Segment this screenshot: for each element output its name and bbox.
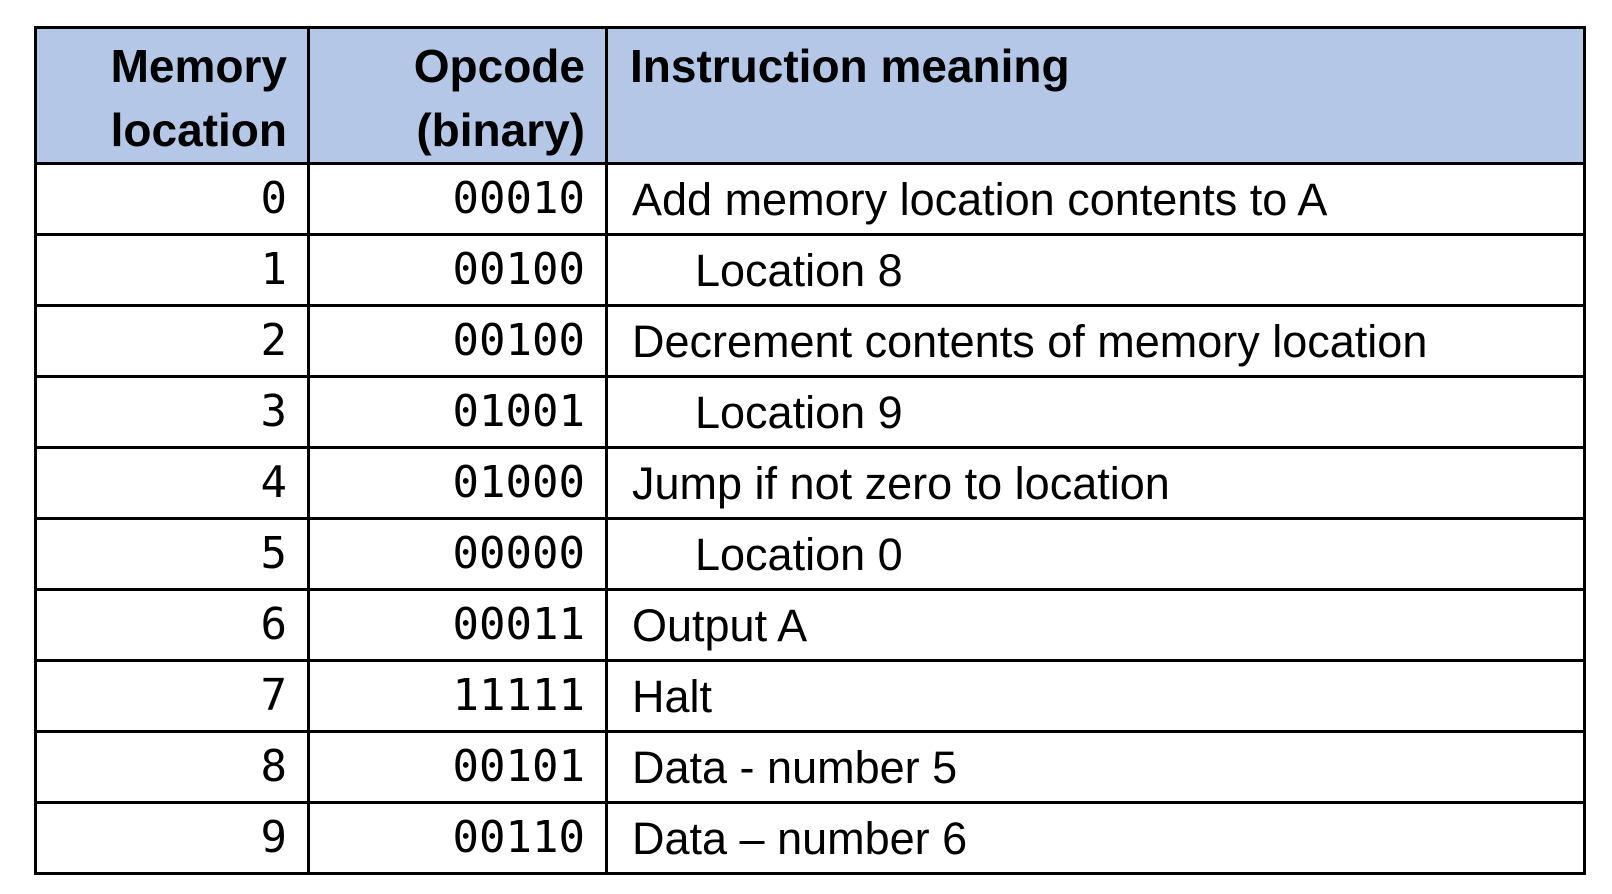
memory-location-cell: 8 [34, 730, 310, 804]
table-row: 5 00000 Location 0 [34, 517, 1586, 591]
opcode-cell: 11111 [307, 659, 608, 733]
table-row: 9 00110 Data – number 6 [34, 801, 1586, 875]
memory-location-cell: 9 [34, 801, 310, 875]
header-memory-location-line2: location [110, 104, 287, 156]
table-row: 0 00010 Add memory location contents to … [34, 162, 1586, 236]
memory-location-cell: 1 [34, 233, 310, 307]
table-body: 0 00010 Add memory location contents to … [34, 162, 1586, 875]
opcode-table: Memory location Opcode (binary) Instruct… [34, 26, 1586, 875]
header-instruction-meaning-line1: Instruction meaning [630, 40, 1070, 92]
opcode-cell: 00000 [307, 517, 608, 591]
instruction-meaning-cell: Jump if not zero to location [605, 446, 1586, 520]
opcode-cell: 01001 [307, 375, 608, 449]
instruction-meaning-cell: Output A [605, 588, 1586, 662]
table-header: Memory location Opcode (binary) Instruct… [34, 26, 1586, 165]
header-memory-location-line1: Memory [110, 40, 287, 92]
opcode-table-container: Memory location Opcode (binary) Instruct… [34, 26, 1586, 875]
opcode-cell: 00101 [307, 730, 608, 804]
opcode-cell: 00110 [307, 801, 608, 875]
table-row: 2 00100 Decrement contents of memory loc… [34, 304, 1586, 378]
instruction-meaning-cell: Location 8 [605, 233, 1586, 307]
table-row: 8 00101 Data - number 5 [34, 730, 1586, 804]
table-row: 1 00100 Location 8 [34, 233, 1586, 307]
table-row: 6 00011 Output A [34, 588, 1586, 662]
instruction-meaning-cell: Data – number 6 [605, 801, 1586, 875]
memory-location-cell: 4 [34, 446, 310, 520]
memory-location-cell: 6 [34, 588, 310, 662]
header-instruction-meaning: Instruction meaning [605, 26, 1586, 165]
instruction-meaning-cell: Halt [605, 659, 1586, 733]
opcode-cell: 00100 [307, 233, 608, 307]
header-opcode: Opcode (binary) [307, 26, 608, 165]
instruction-meaning-cell: Data - number 5 [605, 730, 1586, 804]
instruction-meaning-cell: Location 9 [605, 375, 1586, 449]
opcode-cell: 00011 [307, 588, 608, 662]
table-row: 4 01000 Jump if not zero to location [34, 446, 1586, 520]
header-opcode-line2: (binary) [416, 104, 585, 156]
header-row: Memory location Opcode (binary) Instruct… [34, 26, 1586, 165]
memory-location-cell: 5 [34, 517, 310, 591]
instruction-meaning-cell: Location 0 [605, 517, 1586, 591]
opcode-cell: 00010 [307, 162, 608, 236]
instruction-meaning-cell: Add memory location contents to A [605, 162, 1586, 236]
memory-location-cell: 2 [34, 304, 310, 378]
memory-location-cell: 3 [34, 375, 310, 449]
table-row: 3 01001 Location 9 [34, 375, 1586, 449]
memory-location-cell: 7 [34, 659, 310, 733]
header-memory-location: Memory location [34, 26, 310, 165]
memory-location-cell: 0 [34, 162, 310, 236]
opcode-cell: 00100 [307, 304, 608, 378]
instruction-meaning-cell: Decrement contents of memory location [605, 304, 1586, 378]
opcode-cell: 01000 [307, 446, 608, 520]
header-opcode-line1: Opcode [413, 40, 585, 92]
table-row: 7 11111 Halt [34, 659, 1586, 733]
